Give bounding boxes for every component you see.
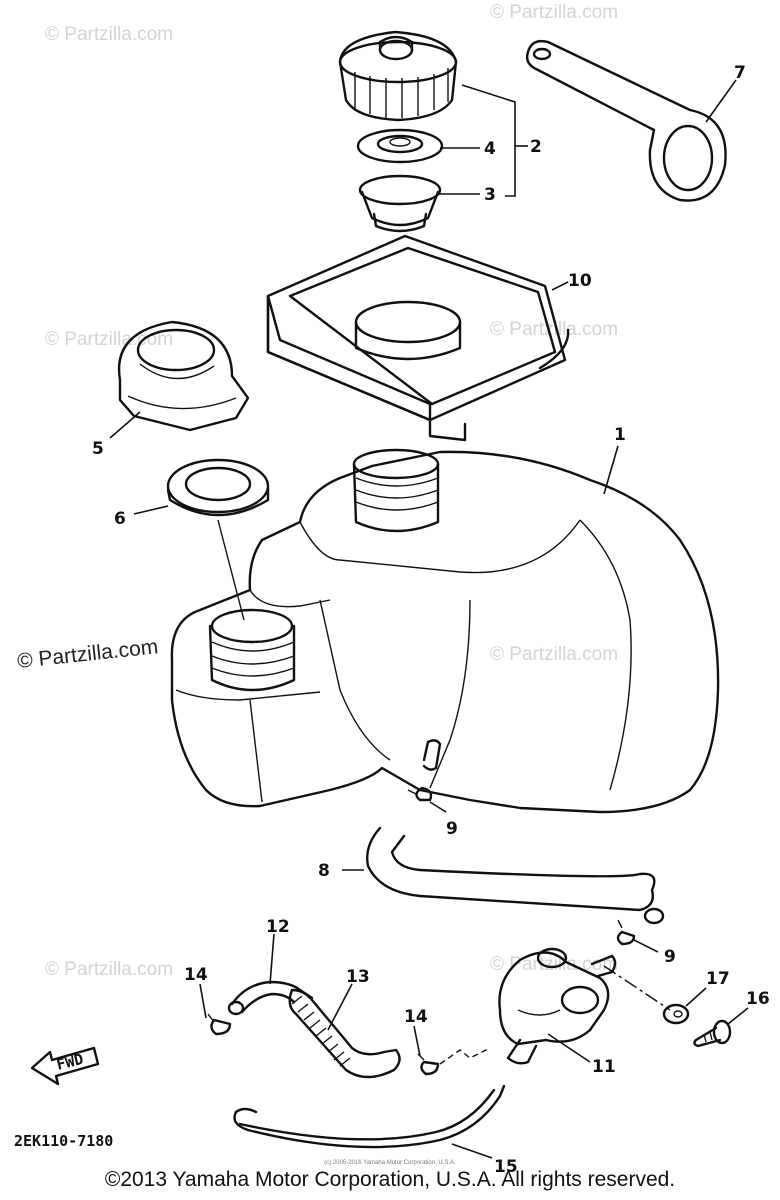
- leader-11: [547, 1033, 591, 1063]
- callout-4: 4: [484, 139, 496, 159]
- fwd-label: FWD: [55, 1050, 86, 1074]
- hose-clip-9b: [616, 919, 636, 946]
- leader-9a: [429, 801, 447, 813]
- callout-3: 3: [484, 185, 496, 205]
- callout-8: 8: [318, 861, 330, 881]
- assembly-line-11: [603, 965, 671, 1011]
- filler-neck-cap: [358, 174, 442, 233]
- watermark: © Partzilla.com: [45, 329, 173, 350]
- leader-14a: [199, 983, 207, 1019]
- leader-10: [551, 281, 569, 291]
- fuel-tray: [266, 234, 570, 442]
- leader-1: [603, 445, 619, 495]
- leader-16: [727, 1007, 749, 1025]
- callout-9b: 9: [664, 947, 676, 967]
- washer: [662, 1003, 690, 1025]
- assembly-line-6: [217, 519, 245, 621]
- watermark: © Partzilla.com: [490, 644, 618, 665]
- fuel-cap: [338, 30, 458, 122]
- callout-1: 1: [614, 425, 626, 445]
- callout-7: 7: [734, 63, 746, 83]
- watermark: © Partzilla.com: [45, 959, 173, 980]
- watermark: © Partzilla.com: [45, 24, 173, 45]
- leader-7: [705, 79, 737, 123]
- callout-12: 12: [266, 917, 290, 937]
- vent-hose: [366, 826, 665, 925]
- leader-12: [269, 933, 275, 985]
- callout-15: 15: [494, 1157, 518, 1177]
- leader-14b: [413, 1025, 421, 1057]
- callout-14a: 14: [184, 965, 208, 985]
- callout-2: 2: [530, 137, 542, 157]
- copyright-notice: ©2013 Yamaha Motor Corporation, U.S.A. A…: [104, 1168, 676, 1191]
- callout-11: 11: [592, 1057, 616, 1077]
- cap-tool: [525, 39, 727, 202]
- screw: [693, 1019, 732, 1048]
- callout-9a: 9: [446, 819, 458, 839]
- tank-cap-5: [117, 320, 250, 432]
- assembly-line-14b: [439, 1047, 491, 1065]
- callout-16: 16: [746, 989, 770, 1009]
- fuel-cock: [498, 947, 617, 1065]
- callout-17: 17: [706, 969, 730, 989]
- callout-5: 5: [92, 439, 104, 459]
- small-copyright-note: (c) 2005-2016 Yamaha Motor Corporation, …: [324, 1160, 456, 1166]
- fwd-arrow-icon: FWD: [30, 1046, 100, 1086]
- leader-17: [685, 987, 707, 1007]
- leader-15: [451, 1143, 493, 1159]
- callout-14b: 14: [404, 1007, 428, 1027]
- callout-13: 13: [346, 967, 370, 987]
- callout-bracket-2: [461, 84, 516, 197]
- hose-clip-9a: [407, 786, 433, 802]
- hose-clip-14a: [207, 1013, 232, 1036]
- hose-clip-14b: [417, 1053, 440, 1076]
- diagram-code: 2EK110-7180: [14, 1132, 113, 1150]
- callout-6: 6: [114, 509, 126, 529]
- cap-gasket: [356, 128, 444, 164]
- callout-10: 10: [568, 271, 592, 291]
- leader-6: [133, 505, 169, 515]
- fuel-hose-15: [233, 1084, 506, 1149]
- watermark: © Partzilla.com: [490, 319, 618, 340]
- watermark: © Partzilla.com: [490, 2, 618, 23]
- fuel-tank: [170, 448, 720, 814]
- leader-5: [109, 411, 141, 439]
- hose-protector: [288, 988, 401, 1079]
- seal-ring: [166, 458, 270, 517]
- watermark-dark: © Partzilla.com: [16, 635, 159, 673]
- leader-13: [327, 983, 353, 1031]
- leader-9b: [633, 939, 659, 953]
